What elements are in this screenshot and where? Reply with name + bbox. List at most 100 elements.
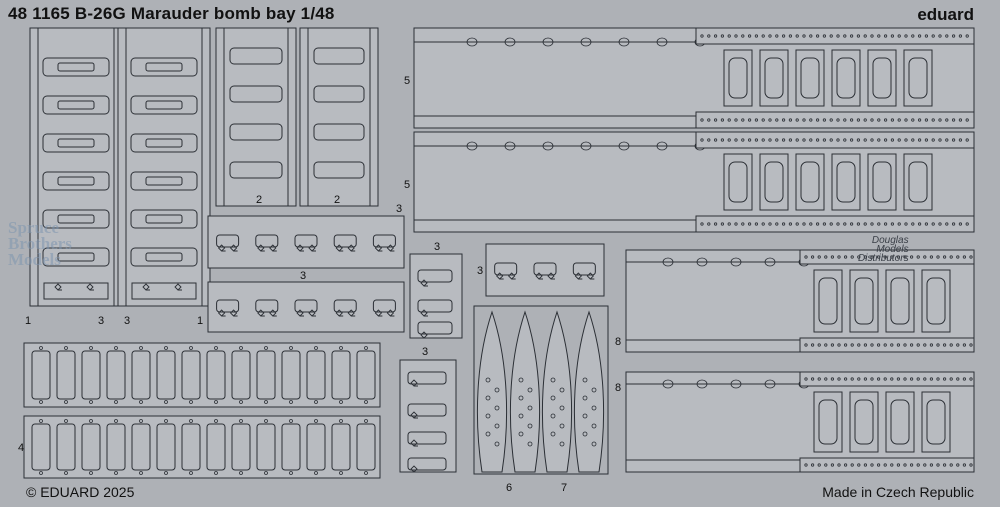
rivet-hole [713,118,718,122]
rivet-hole [929,377,934,381]
bomb-shape-part-6 [476,310,508,473]
rivet-hole [730,379,742,389]
rivet-hole [707,34,711,38]
rivet-hole [916,377,920,381]
latch-strip-part-3 [485,243,605,297]
clip-tab [257,244,265,252]
rivet-hole [713,34,718,38]
rivet-hole [936,463,940,467]
rivet-hole [870,118,874,122]
rivet-hole [837,255,841,259]
rivet-hole [164,471,168,475]
perforated-rail [695,215,975,233]
clip-tab [547,272,555,280]
rivet-hole [936,377,940,381]
rivet-hole [876,255,881,259]
bomb-shackle-cutout [130,95,198,115]
rivet-hole [810,255,815,259]
rivet-hole [863,222,867,226]
rivet-hole [364,419,368,423]
bomb-shackle-cutout [42,95,110,115]
rivet-hole [734,138,738,142]
rivet-hole [817,377,821,381]
rivet-hole [761,222,765,226]
rivet-hole [856,34,861,38]
rack-cell-cutout [764,57,784,99]
rivet-hole [850,343,854,347]
clip-tab [229,309,238,317]
rivet-hole [289,419,293,423]
watermark-line: Spruce [8,218,59,237]
rivet-hole [582,431,588,437]
rivet-hole [239,400,243,404]
rivet-hole [890,138,895,142]
rivet-hole [945,222,949,226]
rivet-hole [890,463,894,467]
rivet-hole [897,222,901,226]
rack-cell-cutout [908,57,928,99]
rivet-hole [580,141,592,151]
rivet-hole [781,222,786,226]
clip-tab [335,244,344,252]
rivet-hole [850,463,854,467]
rivet-hole [850,377,854,381]
clip-tab [269,244,277,252]
latch-plate [417,299,453,313]
latch-block-part-3 [409,253,463,339]
clip-tab [217,244,226,252]
shackle-cutout [331,350,351,400]
rivet-hole [843,463,848,467]
clip-tab [54,283,62,291]
rivet-hole [897,34,901,38]
shackle-slot [57,138,95,148]
rivet-hole [815,118,820,122]
rivet-hole [662,379,674,389]
rivet-hole [829,222,833,226]
part-label: 3 [422,346,429,358]
clip-tab [410,411,418,419]
rivet-hole [39,471,43,475]
rivet-hole [139,346,143,350]
latch-plate [407,403,447,417]
rivet-hole [857,255,861,259]
rivet-hole [962,343,967,347]
rivet-hole [883,34,888,38]
rivet-hole [863,377,868,381]
rivet-hole [656,141,668,151]
rivet-hole [863,343,868,347]
rivet-hole [870,138,874,142]
bomb-shape-part-7 [541,310,573,473]
rivet-hole [114,471,118,475]
rivet-hole [903,343,907,347]
rivet-hole [936,343,940,347]
rivet-hole [965,222,969,226]
rivet-hole [810,463,815,467]
rivet-hole [870,377,874,381]
rivet-hole [39,346,43,350]
rivet-hole [764,257,776,267]
latch-plate [372,299,396,313]
rivet-hole [264,471,268,475]
rivet-hole [909,343,914,347]
bomb-rack-part-2 [215,27,297,207]
bomb-rack-part-2 [299,27,379,207]
rivet-hole [817,343,821,347]
rivet-hole [822,222,827,226]
bomb-shackle-cutout [42,133,110,153]
rivet-hole [942,343,947,347]
rivet-hole [903,463,907,467]
rack-cell [921,391,951,453]
rivet-hole [917,138,922,142]
rivet-hole [958,138,963,142]
rivet-hole [896,377,901,381]
rivet-hole [741,222,745,226]
rivet-hole [903,377,907,381]
bomb-shackle-cutout [42,171,110,191]
rivet-hole [829,34,833,38]
shackle-slot [57,62,95,72]
rivet-hole [863,118,867,122]
bomb-shape-part-7 [573,310,605,473]
shackle-slot [57,214,95,224]
rack-cell-cutout [926,399,946,445]
rivet-hole [916,463,920,467]
